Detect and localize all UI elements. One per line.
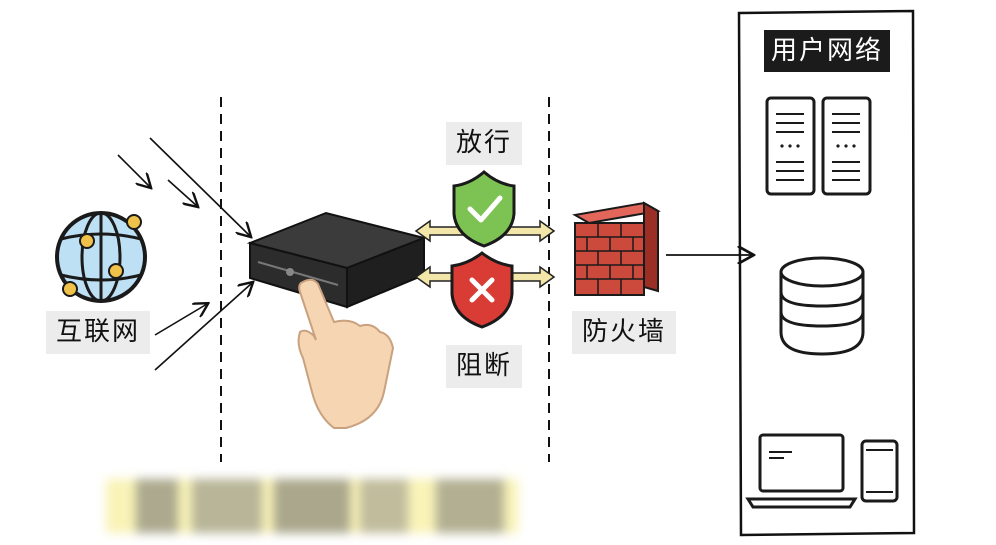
internet-label: 互联网: [46, 311, 151, 355]
shield-check-icon: [452, 170, 516, 248]
user-network-panel: [737, 9, 916, 537]
laptop-icon: [745, 433, 858, 509]
globe-network-icon: [55, 211, 147, 303]
database-icon: [779, 256, 865, 356]
server-rack-icon: [765, 96, 872, 196]
shield-x-icon: [450, 251, 514, 329]
user-network-title: 用户网络: [764, 30, 890, 72]
blurred-caption: [106, 479, 518, 533]
smartphone-icon: [860, 439, 899, 503]
brick-wall-icon: [572, 201, 661, 296]
block-label: 阻断: [446, 345, 523, 389]
pointing-hand-icon: [297, 278, 395, 429]
allow-label: 放行: [446, 122, 523, 166]
incoming-traffic-arrows: [117, 137, 252, 371]
firewall-label: 防火墙: [572, 311, 677, 355]
firewall-appliance-icon: [246, 211, 428, 309]
